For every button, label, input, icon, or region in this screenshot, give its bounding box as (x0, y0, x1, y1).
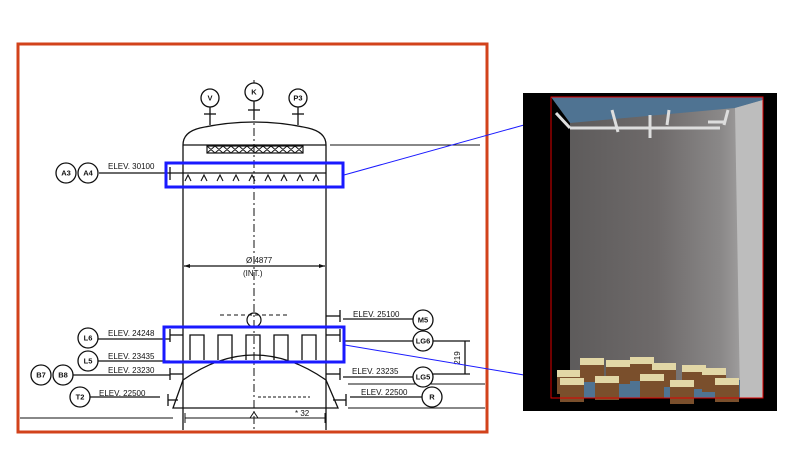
demister-mesh (206, 145, 304, 154)
tag-a3: A3 (61, 169, 71, 178)
nozzle-k-label: K (251, 88, 257, 97)
tag-t2: T2 (76, 393, 85, 402)
barrel-body (715, 384, 739, 402)
top-nozzles: V K P3 (200, 82, 308, 125)
barrel-top (702, 368, 726, 375)
tag-b7: B7 (36, 371, 46, 380)
manway-marker (220, 312, 290, 328)
diameter-value: Ø 4877 (246, 256, 273, 265)
barrel-top (682, 365, 706, 372)
tag-lg6: LG6 (416, 337, 431, 346)
right-callouts: 219 ELEV. 25100 M5 LG6 ELEV. 23235 LG5 E… (343, 309, 470, 408)
diameter-note: (INT.) (243, 269, 263, 278)
tag-a3-circle (55, 162, 77, 184)
render-3d-panel (523, 93, 777, 411)
elev-23230: ELEV. 23230 (108, 366, 155, 375)
barrel-top (606, 360, 630, 367)
barrel-top (580, 358, 604, 365)
vessel-outline (182, 80, 480, 430)
barrel-top (560, 378, 584, 385)
highlight-spray-header (164, 161, 345, 189)
highlight-trays (162, 325, 346, 364)
elev-30100: ELEV. 30100 (108, 162, 155, 171)
barrel-top (715, 378, 739, 385)
tag-l5: L5 (84, 357, 93, 366)
chimney-trays (169, 310, 341, 380)
drawing-frame (16, 42, 489, 434)
nozzle-p3-circle (288, 88, 308, 108)
leader-line-top (343, 124, 525, 176)
tag-a4-circle (77, 162, 99, 184)
barrel-body (560, 384, 584, 402)
barrel-top (640, 374, 664, 381)
barrel-top (595, 376, 619, 383)
elev-23235: ELEV. 23235 (352, 367, 399, 376)
barrel-body (640, 380, 664, 398)
tag-r: R (429, 393, 435, 402)
nozzle-k-circle (244, 82, 264, 102)
tag-lg5: LG5 (416, 373, 431, 382)
elev-22500-left: ELEV. 22500 (99, 389, 146, 398)
barrel-top (652, 363, 676, 370)
leader-line-bottom (344, 344, 525, 376)
bottom-note: * 32 (295, 409, 310, 418)
elev-25100: ELEV. 25100 (353, 310, 400, 319)
spray-nozzles (184, 173, 320, 182)
barrel-top (630, 357, 654, 364)
diameter-dimension: Ø 4877 (INT.) (184, 256, 325, 278)
elev-24248: ELEV. 24248 (108, 329, 155, 338)
tag-a4: A4 (83, 169, 93, 178)
barrel-top (557, 370, 581, 377)
tag-l6: L6 (84, 334, 93, 343)
elev-22500-right: ELEV. 22500 (361, 388, 408, 397)
nozzle-v-circle (200, 88, 220, 108)
barrel-body (595, 382, 619, 400)
nozzle-v-label: V (207, 94, 212, 103)
nozzle-p3-label: P3 (293, 94, 302, 103)
tag-b8: B8 (58, 371, 68, 380)
tag-m5: M5 (418, 316, 428, 325)
left-callouts: L6 ELEV. 24248 L5 ELEV. 23435 B7 B8 ELEV… (30, 327, 170, 408)
spray-header: A3 A4 ELEV. 30100 (55, 162, 326, 184)
dimension-219: 219 (453, 351, 462, 365)
elev-23435: ELEV. 23435 (108, 352, 155, 361)
barrel-top (670, 380, 694, 387)
barrel-body (670, 386, 694, 404)
